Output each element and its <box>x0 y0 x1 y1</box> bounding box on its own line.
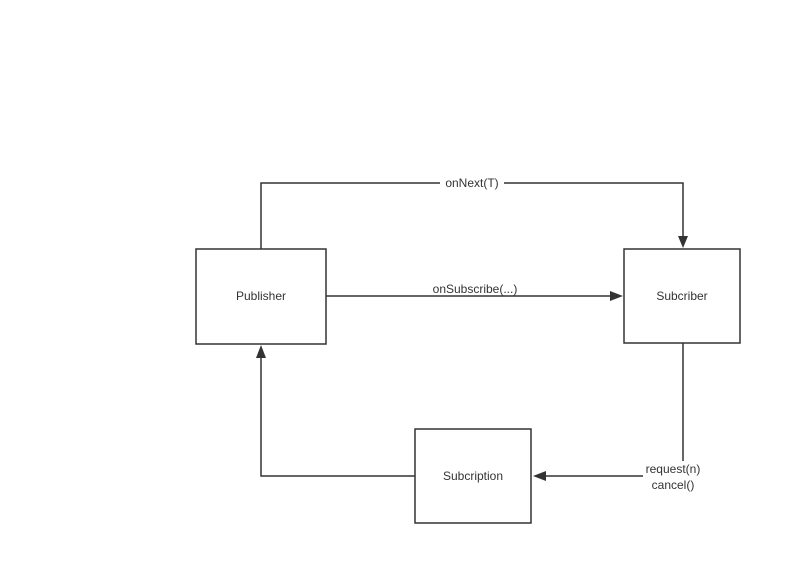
edge-on-next-label: onNext(T) <box>445 176 498 190</box>
arrowhead-request <box>533 471 546 481</box>
edge-request-label-line1: request(n) <box>646 462 701 476</box>
node-publisher[interactable]: Publisher <box>195 248 327 345</box>
arrowhead-on-subscribe <box>610 291 623 301</box>
node-subscription[interactable]: Subcription <box>414 428 532 524</box>
edge-on-next-line <box>260 182 684 249</box>
node-subscriber-label: Subcriber <box>656 289 707 303</box>
edge-subscription-to-publisher-line <box>260 357 415 477</box>
arrowhead-on-next <box>678 236 688 248</box>
node-subscriber-box[interactable] <box>623 248 741 344</box>
edge-subscription-to-publisher <box>256 345 415 477</box>
arrowhead-subscription-to-publisher <box>256 345 266 358</box>
node-subscription-box[interactable] <box>414 428 532 524</box>
edge-on-subscribe-label: onSubscribe(...) <box>433 282 518 296</box>
edge-on-next-label-bg <box>440 176 504 190</box>
edge-on-next: onNext(T) <box>260 176 688 249</box>
node-subscription-label: Subcription <box>443 469 503 483</box>
node-publisher-box[interactable] <box>195 248 327 345</box>
edge-on-subscribe: onSubscribe(...) <box>326 281 623 301</box>
edge-on-subscribe-label-bg <box>429 281 521 295</box>
node-publisher-label: Publisher <box>236 289 286 303</box>
edge-request-label-line2: cancel() <box>652 478 695 492</box>
edge-request: request(n) cancel() <box>533 343 700 492</box>
node-subscriber[interactable]: Subcriber <box>623 248 741 344</box>
